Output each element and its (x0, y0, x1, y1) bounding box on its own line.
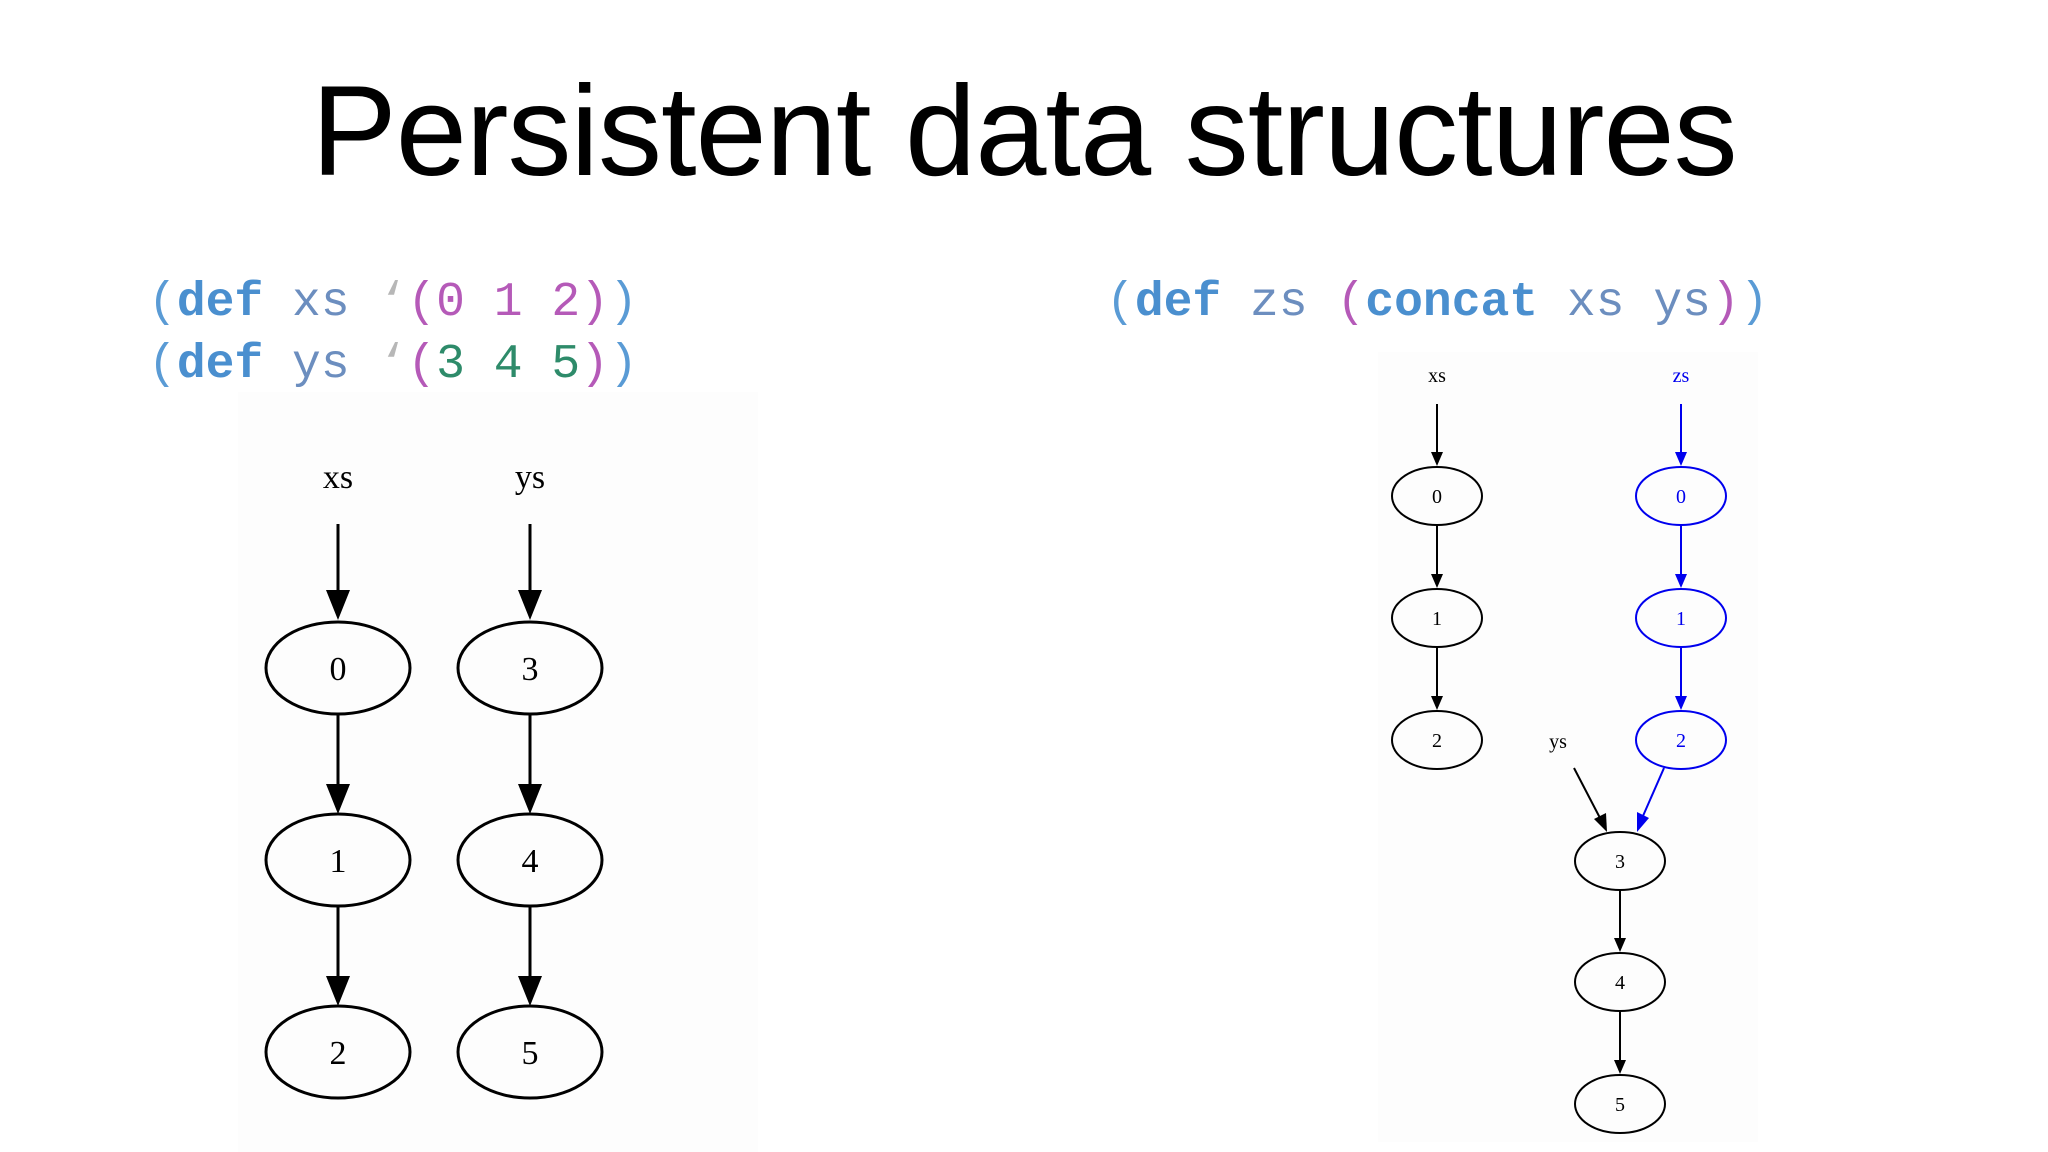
code-list-close: ) (580, 338, 609, 392)
arrow (1642, 767, 1665, 817)
diagram-right-panel (1378, 352, 1758, 1142)
code-number: 2 (551, 276, 581, 330)
node-value: 5 (1615, 1094, 1625, 1116)
code-paren-inner: ) (1710, 276, 1740, 330)
node-value: 0 (1676, 486, 1686, 508)
node-value: 4 (1615, 972, 1625, 994)
root-label-ys: ys (1549, 731, 1567, 753)
code-keyword-def: def (176, 338, 264, 392)
root-label-ys: ys (515, 459, 545, 496)
arrowhead (1431, 696, 1443, 710)
node-value: 2 (330, 1035, 347, 1072)
code-symbol-xs: xs (1566, 276, 1625, 330)
node-value: 1 (330, 843, 347, 880)
code-symbol-xs: xs (292, 276, 350, 330)
root-label-zs: zs (1673, 365, 1690, 387)
arrowhead (1675, 696, 1687, 710)
arrowhead (1431, 452, 1443, 466)
node-value: 1 (1432, 608, 1442, 630)
list-node (456, 1004, 604, 1100)
code-number: 1 (493, 276, 523, 330)
root-label-xs: xs (1428, 365, 1446, 387)
code-quote: ‘ (378, 338, 408, 392)
code-number: 4 (493, 338, 523, 392)
node-value: 2 (1432, 730, 1442, 752)
left-ys-list: ys 3 4 5 (456, 459, 604, 1100)
code-paren: ( (148, 338, 177, 392)
node-value: 2 (1676, 730, 1686, 752)
node-value: 5 (522, 1035, 539, 1072)
code-keyword-def: def (1134, 276, 1222, 330)
arrowhead (1614, 938, 1626, 952)
code-number: 5 (551, 338, 581, 392)
code-symbol-zs: zs (1250, 276, 1308, 330)
node-value: 0 (330, 651, 347, 688)
code-paren-inner: ( (1336, 276, 1366, 330)
code-def-ys: (def ys ‘(3 4 5)) (148, 334, 638, 396)
code-keyword-def: def (176, 276, 264, 330)
list-node (1391, 710, 1483, 770)
code-def-xs: (def xs ‘(0 1 2)) (148, 272, 638, 334)
code-list-close: ) (580, 276, 609, 330)
code-fn-concat: concat (1365, 276, 1539, 330)
diagram-left-panel (238, 392, 758, 1152)
node-value: 4 (522, 843, 539, 880)
arrowhead (326, 976, 350, 1006)
code-paren: ( (148, 276, 177, 330)
code-list-open: ( (407, 276, 437, 330)
arrowhead (326, 590, 350, 620)
arrowhead (1614, 1060, 1626, 1074)
code-quote: ‘ (378, 276, 408, 330)
right-zs-list: zs 0 1 2 (1635, 365, 1727, 832)
code-paren: ( (1106, 276, 1135, 330)
arrowhead (518, 590, 542, 620)
node-value: 1 (1676, 608, 1686, 630)
arrowhead (1431, 574, 1443, 588)
node-value: 3 (1615, 851, 1625, 873)
node-value: 0 (1432, 486, 1442, 508)
code-symbol-ys: ys (292, 338, 350, 392)
arrowhead (518, 784, 542, 814)
code-paren: ) (608, 276, 638, 330)
right-xs-list: xs 0 1 2 (1391, 365, 1483, 770)
code-paren: ) (608, 338, 638, 392)
arrow (1573, 767, 1601, 819)
arrowhead (1637, 812, 1649, 832)
code-paren: ) (1739, 276, 1769, 330)
arrowhead (1675, 574, 1687, 588)
code-def-zs: (def zs (concat xs ys)) (1106, 272, 1769, 334)
code-number: 0 (436, 276, 465, 330)
right-shared-ys-list: ys 3 4 5 (1549, 731, 1666, 1134)
list-node (264, 1004, 412, 1100)
arrowhead (1675, 452, 1687, 466)
root-label-xs: xs (323, 459, 353, 496)
arrowhead (1594, 813, 1607, 832)
node-value: 3 (522, 651, 539, 688)
slide-title: Persistent data structures (311, 60, 1737, 203)
list-node (1574, 1074, 1666, 1134)
arrowhead (326, 784, 350, 814)
left-xs-list: xs 0 1 2 (264, 459, 412, 1100)
code-number: 3 (436, 338, 465, 392)
code-list-open: ( (407, 338, 437, 392)
list-node (1635, 710, 1727, 770)
arrowhead (518, 976, 542, 1006)
code-symbol-ys: ys (1653, 276, 1711, 330)
